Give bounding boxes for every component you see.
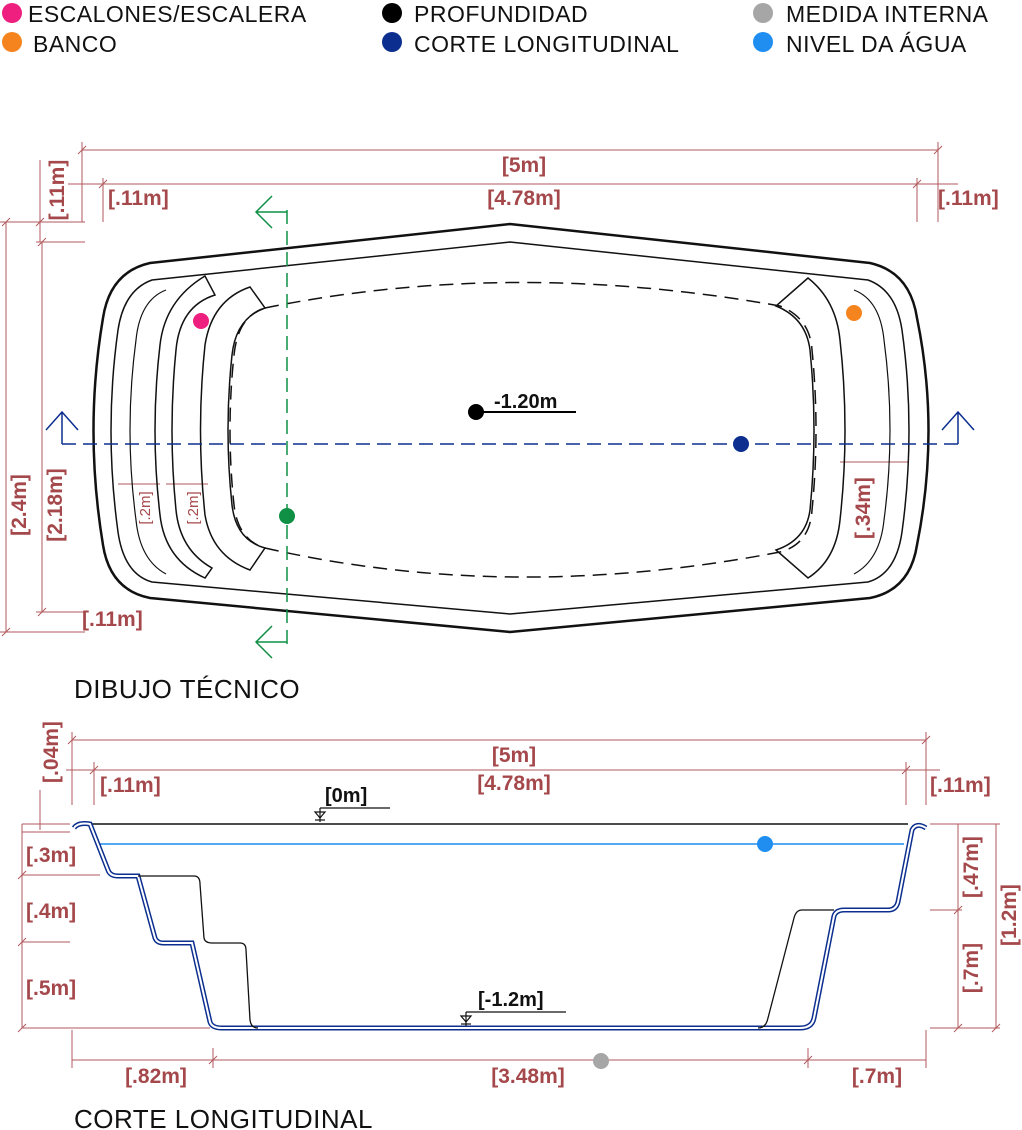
pool-shell-profile-inner — [73, 822, 927, 1029]
plan-dim-bench: [.34m] — [852, 477, 875, 539]
cross-arrow-top-icon — [254, 195, 287, 229]
legend-dot-steps — [2, 3, 22, 23]
plan-dim-step-2: [.2m] — [185, 491, 202, 524]
plan-dimension-lines — [0, 142, 958, 637]
section-arrow-right-icon — [941, 410, 975, 444]
plan-dim-edge-top: [.11m] — [46, 160, 69, 221]
section-dim-floor-middle: [3.48m] — [491, 1065, 565, 1088]
internal-measure-marker-dot — [593, 1053, 609, 1069]
section-arrow-left-icon — [45, 410, 79, 444]
cross-arrow-bottom-icon — [254, 625, 287, 659]
water-marker-dot — [757, 836, 773, 852]
bench-marker-dot — [846, 305, 862, 321]
plan-dim-total-width: [2.4m] — [8, 474, 31, 536]
steps-marker-dot — [193, 313, 209, 329]
cross-marker-dot — [279, 508, 295, 524]
pool-floor-dashed — [229, 281, 817, 578]
step-1-outline — [154, 274, 217, 579]
plan-view: [5m] [4.78m] [.11m] [.11m] [.11m] [.11m]… — [0, 142, 999, 704]
section-dim-total-length: [5m] — [492, 744, 536, 767]
section-dim-bench-depth: [.47m] — [960, 836, 983, 898]
legend-dot-bench — [2, 32, 22, 52]
bench-outline — [774, 277, 846, 579]
plan-title: DIBUJO TÉCNICO — [74, 674, 300, 704]
depth-label: -1.20m — [494, 391, 557, 413]
legend-label-depth: PROFUNDIDAD — [414, 1, 588, 27]
level-label-bottom: [-1.2m] — [478, 989, 544, 1011]
section-dim-bench-to-floor: [.7m] — [960, 943, 983, 993]
legend-dot-internal — [753, 3, 773, 23]
plan-dim-edge-bottom: [.11m] — [82, 608, 143, 631]
legend-dot-depth — [382, 3, 402, 23]
section-marker-dot — [733, 436, 749, 452]
section-dim-floor-left: [.82m] — [125, 1065, 187, 1088]
section-title: CORTE LONGITUDINAL — [74, 1104, 373, 1130]
legend-label-water: NIVEL DA ÁGUA — [786, 31, 967, 57]
section-view: [5m] [4.78m] [.11m] [.11m] [.04m] [.3m] … — [17, 721, 1021, 1130]
section-dim-inner-length: [4.78m] — [477, 772, 551, 795]
plan-dim-inner-length: [4.78m] — [487, 187, 561, 210]
plan-dim-step-1: [.2m] — [137, 491, 154, 524]
legend-dot-section — [382, 32, 402, 52]
step-2-outline — [199, 286, 267, 571]
level-marker-top: [0m] — [313, 785, 390, 822]
section-dim-floor-right: [.7m] — [852, 1065, 902, 1088]
plan-dim-inner-width: [2.18m] — [44, 468, 67, 542]
plan-dim-edge-right: [.11m] — [938, 187, 999, 210]
legend-label-section: CORTE LONGITUDINAL — [414, 31, 679, 57]
section-dim-step-1-height: [.3m] — [26, 844, 76, 867]
pool-inner-wall — [129, 289, 891, 575]
section-dim-edge-left: [.11m] — [100, 774, 161, 797]
section-dim-step-3-height: [.5m] — [26, 977, 76, 1000]
steps-side-profile — [138, 875, 259, 1029]
section-dim-edge-right: [.11m] — [930, 774, 991, 797]
bench-side-profile — [757, 909, 834, 1029]
section-dim-step-2-height: [.4m] — [26, 900, 76, 923]
legend-label-internal: MEDIDA INTERNA — [786, 1, 989, 27]
plan-dim-edge-left: [.11m] — [108, 187, 169, 210]
pool-outer-outline — [92, 222, 930, 634]
legend-label-steps: ESCALONES/ESCALERA — [28, 1, 307, 27]
pool-rim-inner — [110, 241, 910, 615]
section-dimension-lines — [17, 732, 1001, 1068]
legend-dot-water — [753, 32, 773, 52]
level-label-top: [0m] — [325, 785, 367, 807]
section-dim-rim: [.04m] — [40, 721, 63, 783]
legend: ESCALONES/ESCALERA BANCO PROFUNDIDAD COR… — [2, 1, 989, 57]
section-dim-total-depth: [1.2m] — [998, 884, 1021, 946]
legend-label-bench: BANCO — [33, 31, 117, 57]
level-marker-bottom: [-1.2m] — [459, 989, 566, 1026]
plan-dim-total-length: [5m] — [502, 154, 546, 177]
